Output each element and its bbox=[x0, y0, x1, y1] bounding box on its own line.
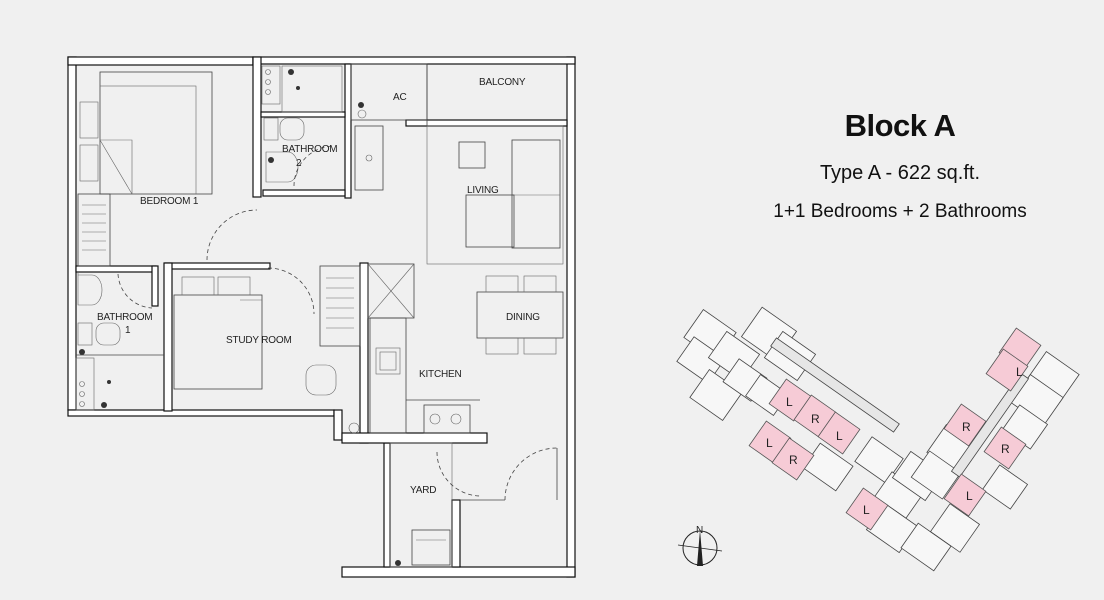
unit-letter: L bbox=[1016, 365, 1023, 379]
unit-letter: R bbox=[962, 420, 971, 434]
unit-info: Block A Type A - 622 sq.ft. 1+1 Bedrooms… bbox=[740, 108, 1060, 223]
study-room-label: STUDY ROOM bbox=[226, 335, 292, 346]
kitchen: KITCHEN bbox=[367, 263, 480, 434]
unit-configuration: 1+1 Bedrooms + 2 Bathrooms bbox=[773, 201, 1027, 222]
yard-label: YARD bbox=[410, 485, 436, 496]
yard: YARD bbox=[389, 442, 558, 568]
ac-label: AC bbox=[393, 92, 407, 103]
unit-letter: L bbox=[863, 503, 870, 517]
bathroom-2: BATHROOM 2 bbox=[261, 65, 384, 191]
bathroom-2-label-line2: 2 bbox=[296, 158, 302, 169]
bathroom-2-label-line1: BATHROOM bbox=[282, 144, 337, 155]
ac-balcony: AC BALCONY bbox=[350, 63, 526, 126]
dining-area: DINING bbox=[476, 275, 564, 355]
key-plan: L R L L R L L R R L bbox=[676, 306, 1080, 572]
unit-letter: L bbox=[836, 429, 843, 443]
unit-type: Type A - 622 sq.ft. bbox=[819, 162, 981, 184]
bathroom-1-label-line1: BATHROOM bbox=[97, 312, 152, 323]
kitchen-label: KITCHEN bbox=[419, 369, 462, 380]
living-area: LIVING bbox=[426, 125, 564, 265]
highlighted-units bbox=[748, 327, 1042, 531]
unit-letter: L bbox=[766, 436, 773, 450]
block-title: Block A bbox=[844, 108, 956, 143]
north-arrow: N bbox=[677, 525, 723, 566]
interior-walls bbox=[75, 56, 568, 444]
unit-letter: R bbox=[811, 412, 820, 426]
outer-walls bbox=[67, 56, 576, 578]
bedroom-1: BEDROOM 1 bbox=[77, 71, 258, 267]
bathroom-1-label-line2: 1 bbox=[125, 325, 131, 336]
unit-letter: L bbox=[966, 489, 973, 503]
bathroom-1: BATHROOM 1 bbox=[75, 272, 164, 411]
unit-letter: R bbox=[1001, 442, 1010, 456]
unit-letters: L R L L R L L R R L bbox=[766, 365, 1023, 517]
dining-label: DINING bbox=[506, 312, 540, 323]
bedroom-1-label: BEDROOM 1 bbox=[140, 196, 199, 207]
living-label: LIVING bbox=[467, 185, 499, 196]
unit-letter: R bbox=[789, 453, 798, 467]
unit-letter: L bbox=[786, 395, 793, 409]
north-label: N bbox=[696, 525, 703, 536]
study-room: STUDY ROOM bbox=[173, 265, 361, 434]
balcony-label: BALCONY bbox=[479, 77, 526, 88]
